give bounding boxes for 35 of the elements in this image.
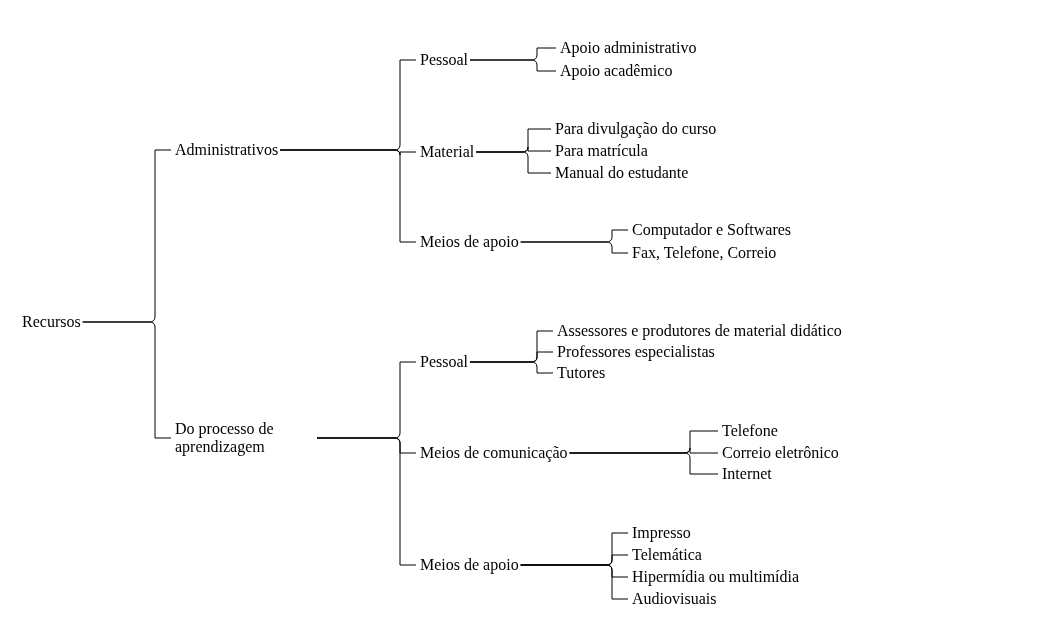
tree-label: Manual do estudante <box>555 164 689 182</box>
tree-label: Para matrícula <box>555 142 648 160</box>
tree-label: Apoio acadêmico <box>560 62 673 80</box>
tree-label: Assessores e produtores de material didático <box>557 322 842 340</box>
bracket-line <box>469 361 554 374</box>
tree-label: Telefone <box>722 422 778 440</box>
tree-label: Professores especialistas <box>557 343 715 361</box>
tree-label: Internet <box>722 465 772 483</box>
bracket-line <box>82 321 172 439</box>
tree-label: Material <box>420 143 475 161</box>
tree-label: Audiovisuais <box>632 590 717 608</box>
bracket-line <box>569 452 719 475</box>
tree-label: Apoio administrativo <box>560 39 697 57</box>
bracket-line <box>520 564 629 600</box>
tree-label: Recursos <box>22 313 81 331</box>
tree-label: Computador e Softwares <box>632 221 792 239</box>
tree-label: Pessoal <box>420 353 468 371</box>
tree-label: Correio eletrônico <box>722 444 839 462</box>
bracket-line <box>469 59 557 72</box>
tree-label: Telemática <box>632 546 702 564</box>
tree-label: Fax, Telefone, Correio <box>632 244 777 262</box>
tree-label: Administrativos <box>175 141 279 159</box>
bracket-line <box>279 149 417 243</box>
tree-label: Para divulgação do curso <box>555 120 717 138</box>
bracket-line <box>475 151 552 174</box>
tree-label: Meios de comunicação <box>420 444 568 462</box>
tree-label: Do processo de aprendizagem <box>175 420 275 456</box>
tree-label: Hipermídia ou multimídia <box>632 568 800 586</box>
tree-label: Meios de apoio <box>420 233 519 251</box>
bracket-line <box>316 437 417 566</box>
tree-label: Meios de apoio <box>420 556 519 574</box>
tree-label: Tutores <box>557 364 606 382</box>
tree-label: Impresso <box>632 524 691 542</box>
bracket-line <box>520 241 629 254</box>
tree-label: Pessoal <box>420 51 468 69</box>
